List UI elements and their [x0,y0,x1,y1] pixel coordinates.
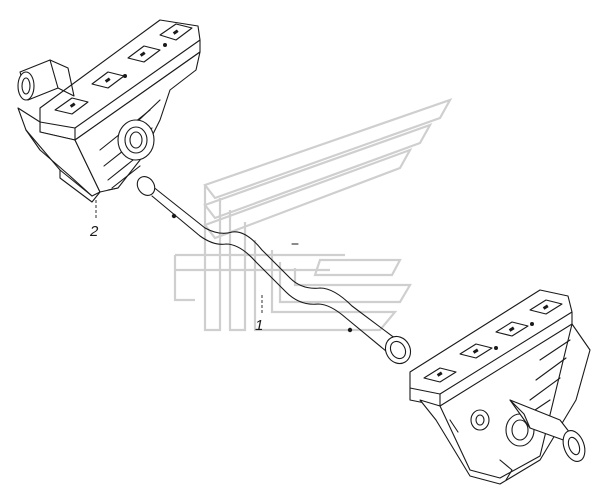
callout-part-2: 2 [89,200,99,240]
bracket-right [409,289,591,485]
callout-part-1: 1 [255,295,263,334]
axle-tube [136,176,412,365]
watermark-logo [173,98,453,332]
bracket-left [17,19,201,203]
callout-label-2: 2 [89,223,99,240]
callout-label-1: 1 [255,317,263,334]
